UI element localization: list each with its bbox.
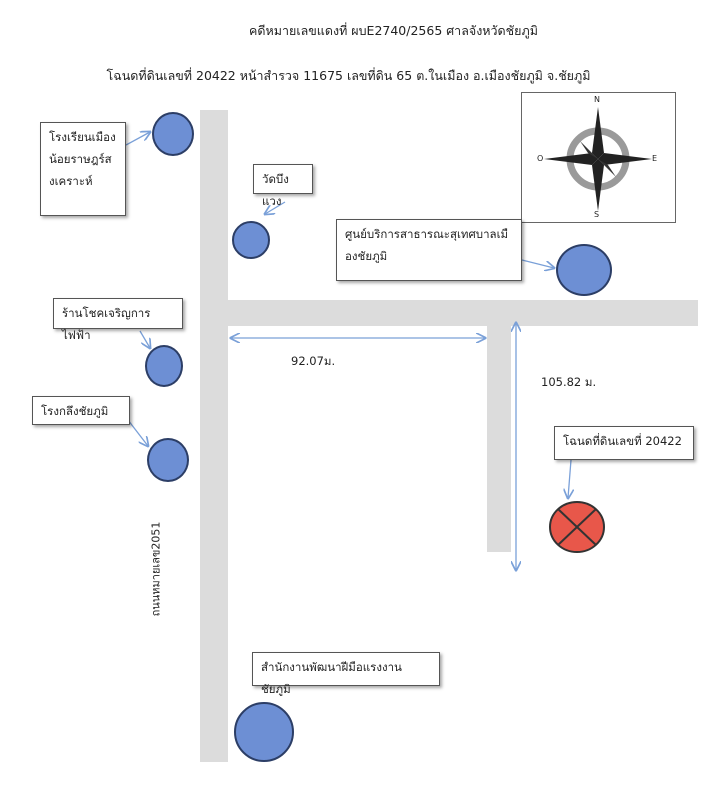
marker-center — [556, 244, 612, 296]
compass-rose: N S E O — [521, 92, 676, 223]
compass-w: O — [537, 154, 544, 163]
label-shop: ร้านโชคเจริญการไฟฟ้า — [53, 298, 183, 342]
label-plot: โฉนดที่ดินเลขที่ 20422 — [554, 426, 694, 460]
compass-n: N — [594, 95, 600, 104]
marker-shop — [145, 345, 183, 387]
label-center: ศูนย์บริการสาธารณะสุเทศบาลเมืองชัยภูมิ — [336, 219, 522, 281]
side-road-vertical — [487, 326, 511, 552]
distance-vertical: 105.82 ม. — [541, 375, 597, 389]
compass-e: E — [652, 154, 658, 163]
distance-horizontal: 92.07ม. — [291, 354, 336, 368]
label-office: สำนักงานพัฒนาฝีมือแรงงานชัยภูมิ — [252, 652, 440, 696]
marker-school — [152, 112, 194, 156]
target-plot-marker — [548, 500, 606, 554]
cross-circle-icon — [549, 501, 605, 553]
marker-mill — [147, 438, 189, 482]
marker-office — [234, 702, 294, 762]
case-title: คดีหมายเลขแดงที่ ผบE2740/2565 ศาลจังหวัด… — [249, 23, 538, 38]
marker-temple — [232, 221, 270, 259]
compass-s: S — [594, 210, 600, 219]
label-mill: โรงกลึงชัยภูมิ — [32, 396, 130, 425]
compass-icon — [544, 107, 652, 211]
label-school: โรงเรียนเมืองน้อยราษฎร์สงเคราะห์ — [40, 122, 126, 216]
cross-road-horizontal — [228, 300, 698, 326]
deed-title: โฉนดที่ดินเลขที่ 20422 หน้าสำรวจ 11675 เ… — [106, 68, 591, 83]
label-temple: วัดบึงแวง — [253, 164, 313, 208]
main-road-vertical — [200, 110, 228, 762]
